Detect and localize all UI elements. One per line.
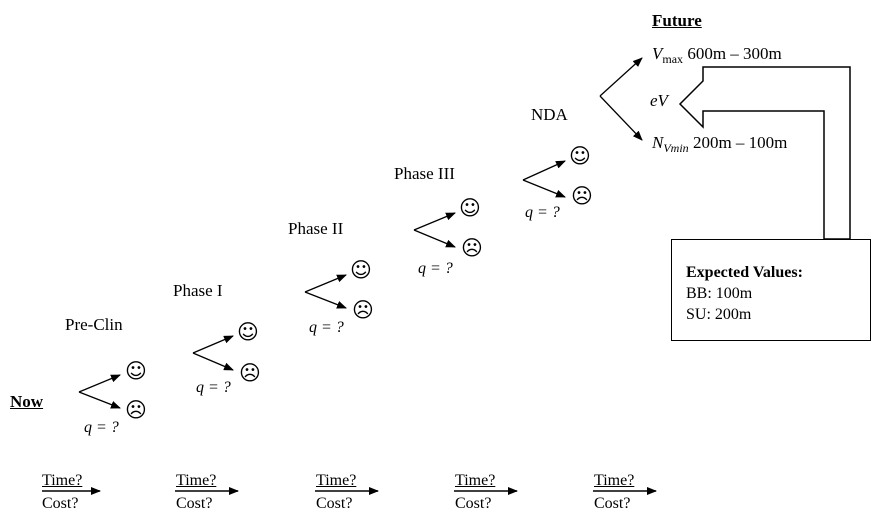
expected-value-bb: BB: 100m [686, 285, 753, 302]
frowny-icon: ☹ [125, 398, 147, 422]
big-hollow-arrow [678, 66, 851, 240]
smiley-icon: ☺ [125, 359, 147, 383]
probability-label: q = ? [418, 260, 453, 277]
branch-arrows [78, 57, 643, 409]
probability-label: q = ? [196, 379, 231, 396]
expected-values-title: Expected Values: [686, 264, 803, 281]
cost-label: Cost? [176, 495, 213, 512]
time-label: Time? [594, 472, 635, 489]
future-label: Future [652, 11, 702, 30]
frowny-icon: ☹ [239, 361, 261, 385]
expected-values-box: Expected Values: BB: 100m SU: 200m [671, 239, 871, 341]
now-label: Now [10, 392, 44, 411]
frowny-icon: ☹ [571, 184, 593, 208]
time-label: Time? [316, 472, 357, 489]
vmax-value: Vmax 600m – 300m [652, 44, 782, 66]
stage-label-nda: NDA [531, 105, 568, 124]
frowny-icon: ☹ [461, 236, 483, 260]
stage-label-phase-2: Phase II [288, 219, 344, 238]
expected-value-label: eV [650, 91, 668, 110]
cost-label: Cost? [594, 495, 631, 512]
smiley-icon: ☺ [459, 196, 481, 220]
smiley-icon: ☺ [569, 144, 591, 168]
probability-label: q = ? [525, 204, 560, 221]
frowny-icon: ☹ [352, 298, 374, 322]
stage-label-preclin: Pre-Clin [65, 315, 123, 334]
probability-label: q = ? [309, 319, 344, 336]
stage-label-phase-1: Phase I [173, 281, 223, 300]
cost-label: Cost? [455, 495, 492, 512]
cost-label: Cost? [316, 495, 353, 512]
time-label: Time? [455, 472, 496, 489]
smiley-icon: ☺ [237, 320, 259, 344]
nvmin-value: NVmin 200m – 100m [652, 133, 788, 155]
stage-label-phase-3: Phase III [394, 164, 455, 183]
time-label: Time? [176, 472, 217, 489]
time-label: Time? [42, 472, 83, 489]
probability-label: q = ? [84, 419, 119, 436]
expected-value-su: SU: 200m [686, 306, 752, 323]
cost-label: Cost? [42, 495, 79, 512]
smiley-icon: ☺ [350, 258, 372, 282]
